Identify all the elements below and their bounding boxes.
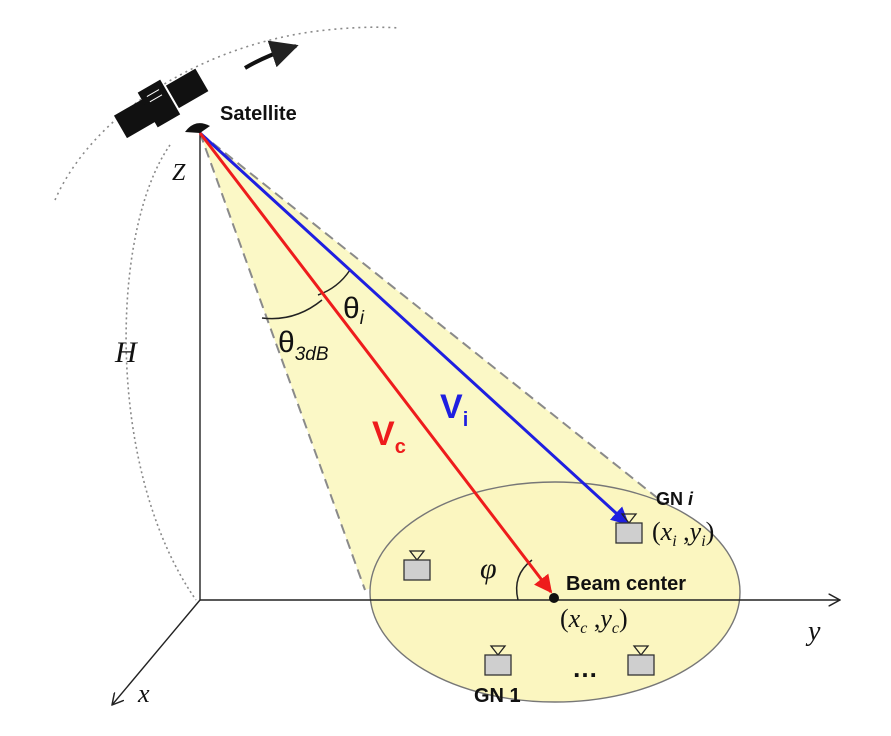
height-arc [125,144,197,601]
vector-v-c-label: Vc [372,415,406,458]
gn-1-label: GN 1 [474,685,521,707]
beam-center-label: Beam center [566,573,686,595]
beam-cone [200,133,660,590]
theta-i-label: θi [343,292,365,329]
vector-v-i [198,131,630,526]
vector-v-i-sub: i [463,409,469,431]
orbit-direction-arrow [243,40,299,70]
theta-3db-arc [261,299,323,320]
terminal-icon-gn-1 [484,645,512,676]
satellite-label: Satellite [220,103,297,125]
x-axis [112,599,201,705]
theta-3db-symbol: θ [278,326,295,359]
theta-3db-subscript: 3dB [295,344,329,365]
beam-edge-left [199,132,366,591]
vector-v-c-sub: c [395,436,406,458]
gn-i-prefix: GN [656,489,683,509]
satellite-antenna-icon [185,123,210,133]
beam-center-coordinates: (xc ,yc) [560,604,628,637]
satellite-icon [113,68,209,139]
vector-v-c [198,132,553,594]
beam-center-dot [549,593,559,603]
ellipsis-label: … [572,653,598,683]
gn-i-italic: i [688,489,694,509]
x-axis-label: x [137,679,150,708]
orbit-arc [54,26,401,201]
terminal-icon-left [403,550,431,581]
vector-v-c-main: V [372,415,395,453]
theta-i-subscript: i [360,308,365,329]
y-axis-label: y [805,616,821,647]
terminal-icon-right [627,645,655,676]
height-label: H [114,336,139,369]
theta-3db-label: θ3dB [278,326,329,365]
beam-edge-right [199,132,661,501]
vector-v-i-label: Vi [440,388,468,431]
terminal-icon-gn-i [615,513,643,544]
z-axis-label: Z [172,160,186,186]
phi-label: φ [480,552,497,585]
vector-v-i-main: V [440,388,463,426]
theta-i-symbol: θ [343,292,360,325]
gn-i-coordinates: (xi ,yi) [652,517,714,550]
